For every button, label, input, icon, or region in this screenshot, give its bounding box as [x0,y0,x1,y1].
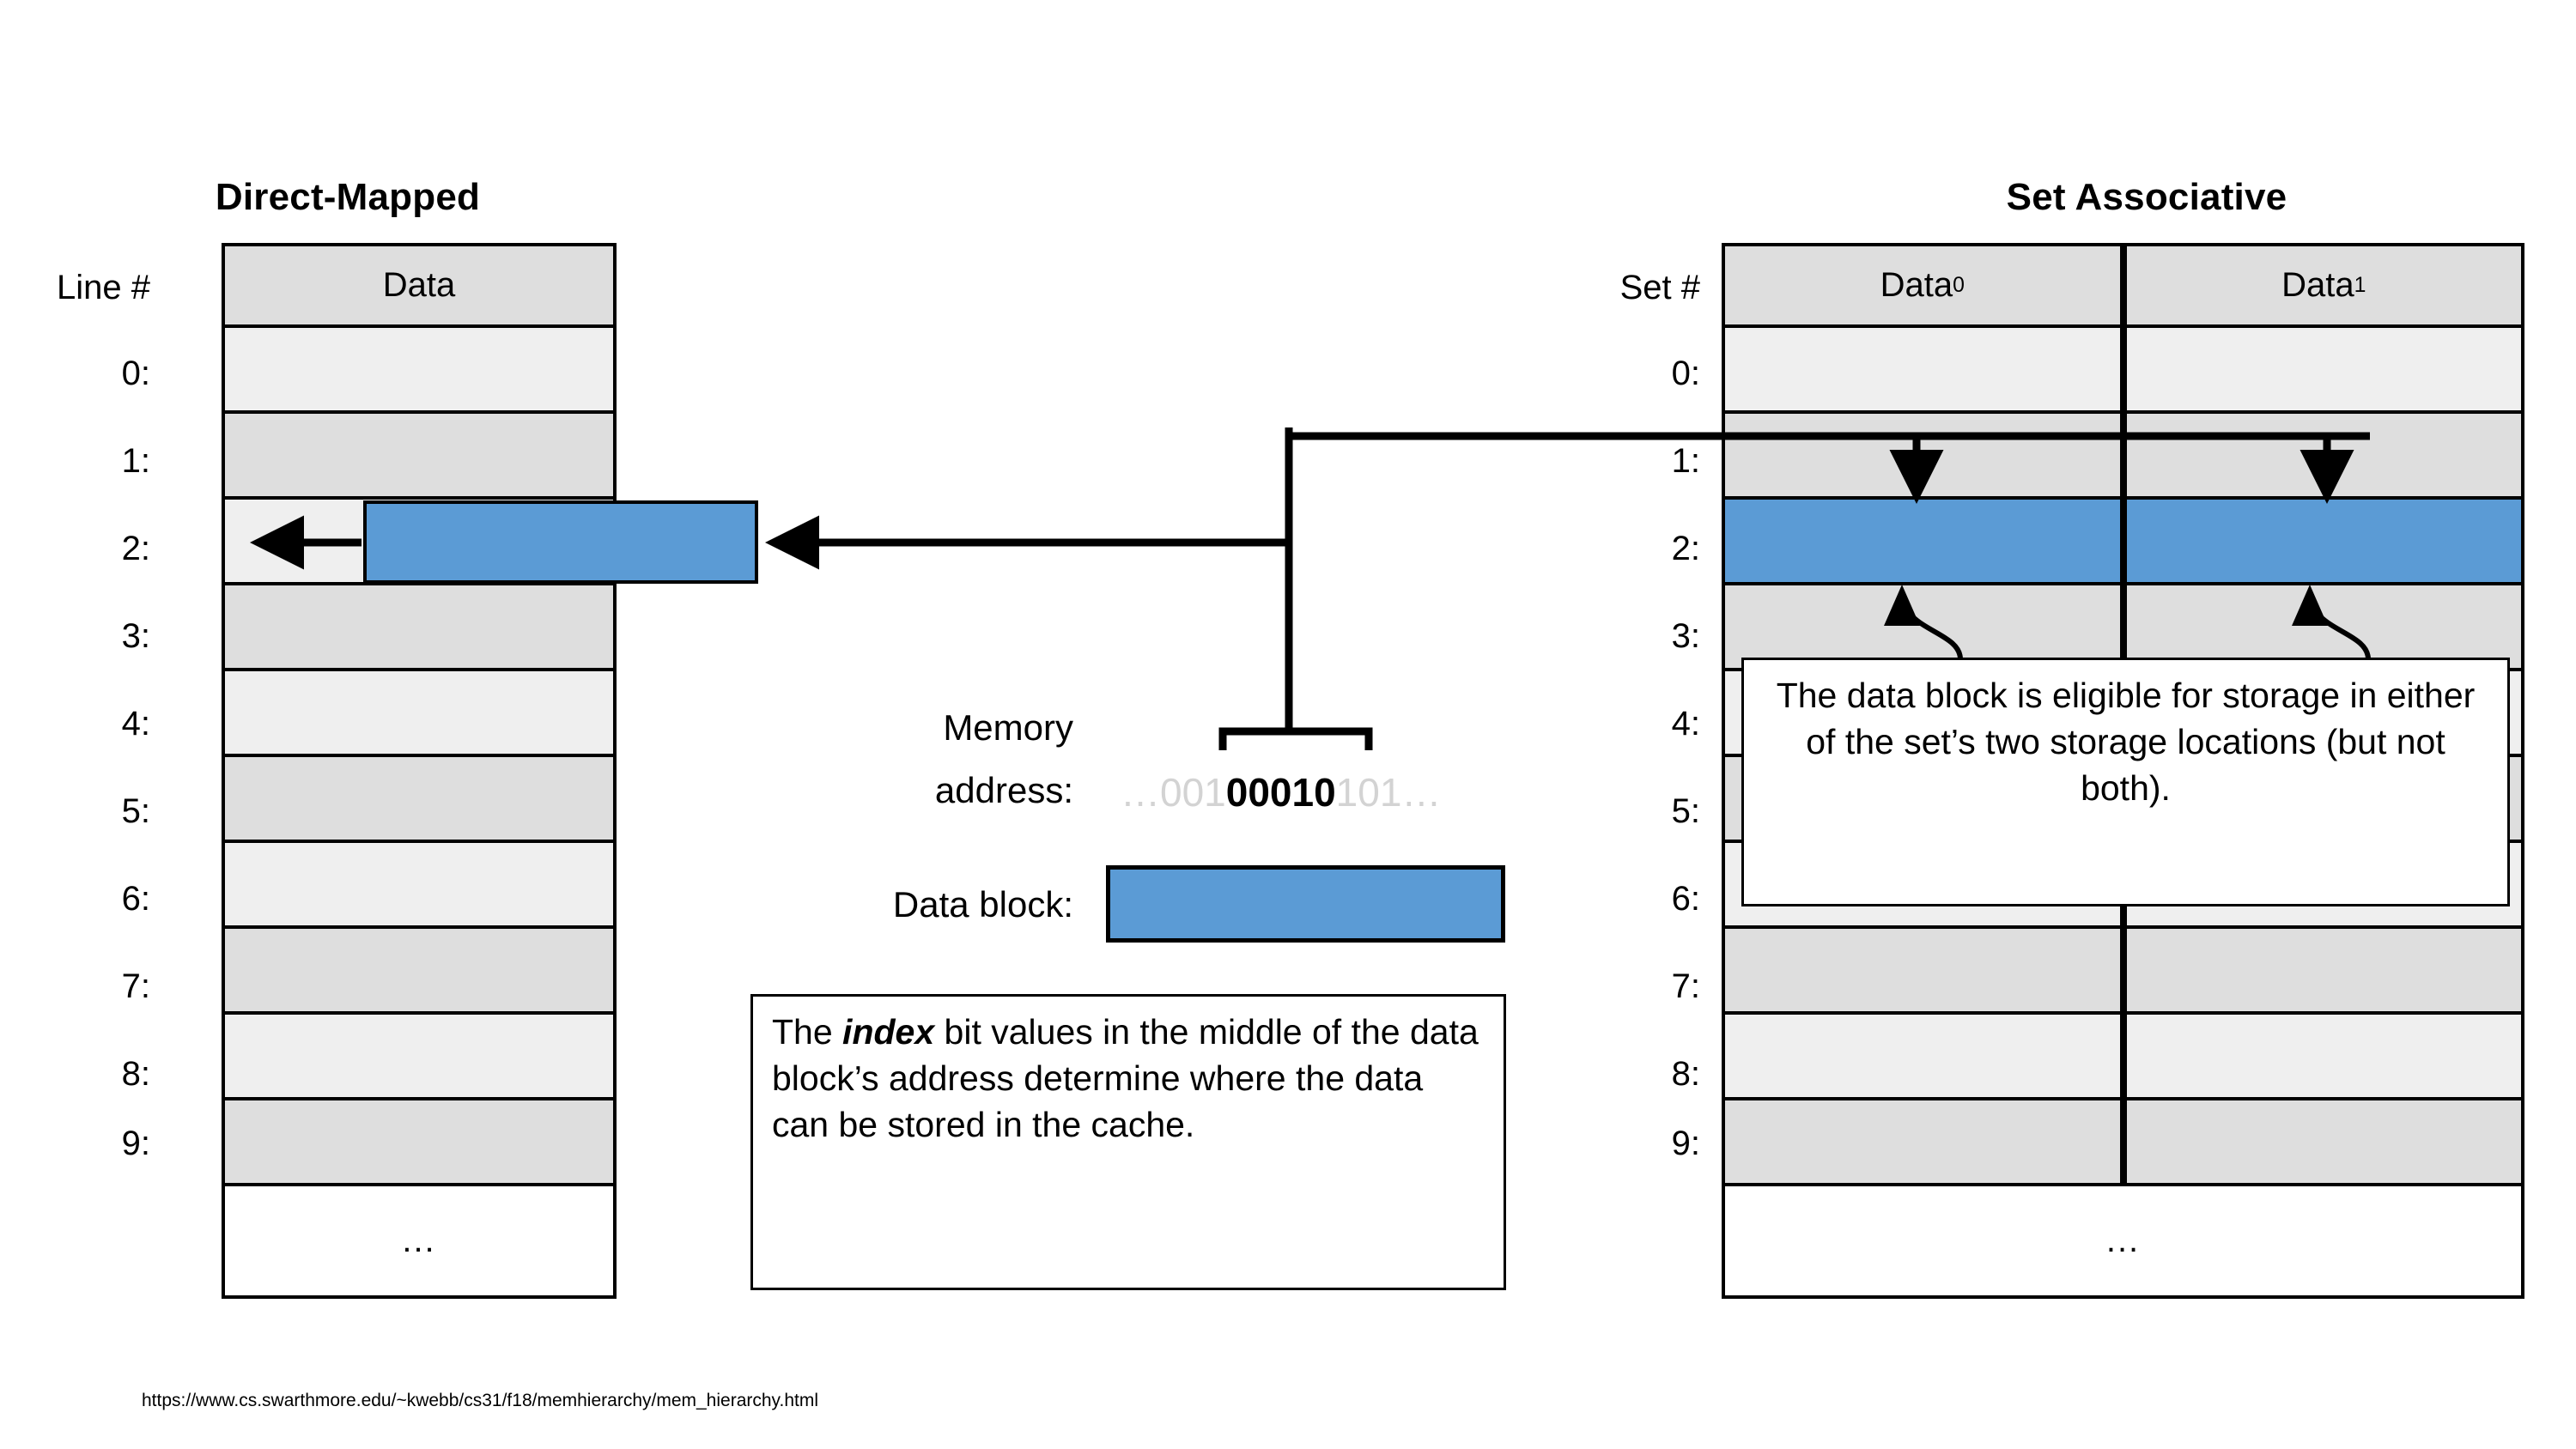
overflow-ellipsis: ... [1725,1186,2521,1295]
left-row-label-2: 2: [121,530,150,567]
cache-line-cell-3[interactable] [225,585,613,668]
table-row[interactable] [225,328,613,414]
set-cell-8-way1[interactable] [2126,1015,2521,1097]
table-row[interactable] [225,585,613,671]
column-header-data1-subscript: 1 [2354,273,2366,297]
right-row-label-6: 6: [1671,880,1700,918]
set-cell-7-way1[interactable] [2126,929,2521,1011]
set-cell-2-way1-filled[interactable] [2126,500,2521,582]
right-row-label-4: 4: [1671,705,1700,743]
callout-set-eligibility: The data block is eligible for storage i… [1741,658,2510,906]
table-row[interactable] [225,671,613,757]
left-row-label-9: 9: [121,1125,150,1162]
stored-data-block-left [363,500,758,584]
set-cell-8-way0[interactable] [1725,1015,2127,1097]
left-row-label-7: 7: [121,967,150,1005]
set-cell-3-way1[interactable] [2126,585,2521,668]
set-cell-3-way0[interactable] [1725,585,2127,668]
set-cell-7-way0[interactable] [1725,929,2127,1011]
table-row-highlighted[interactable] [1725,500,2521,585]
left-row-label-3: 3: [121,617,150,655]
table-row[interactable] [225,843,613,929]
address-tag-bits: …001 [1121,770,1226,815]
set-cell-1-way1[interactable] [2126,414,2521,496]
set-cell-0-way1[interactable] [2126,328,2521,410]
table-row[interactable] [1725,414,2521,500]
left-row-label-1: 1: [121,442,150,480]
left-row-label-8: 8: [121,1055,150,1093]
column-header-data: Data [225,246,613,324]
address-offset-bits: 101… [1335,770,1442,815]
cache-line-cell-8[interactable] [225,1015,613,1097]
set-cell-9-way1[interactable] [2126,1100,2521,1183]
left-row-label-5: 5: [121,792,150,830]
table-row[interactable] [225,929,613,1015]
left-panel-title: Direct-Mapped [215,176,481,218]
left-row-label-0: 0: [121,355,150,392]
column-header-data1-text: Data [2281,266,2354,304]
cache-line-cell-4[interactable] [225,671,613,754]
memory-address-bits: …00100010101… [1121,769,1441,815]
table-overflow-row: ... [225,1186,613,1295]
set-cell-1-way0[interactable] [1725,414,2127,496]
left-row-label-4: 4: [121,705,150,743]
memory-address-label-line2: address: [934,770,1073,810]
right-row-label-7: 7: [1671,967,1700,1005]
callout-index-explanation: The index bit values in the middle of th… [750,994,1506,1290]
source-url: https://www.cs.swarthmore.edu/~kwebb/cs3… [142,1391,818,1410]
table-row[interactable] [1725,1015,2521,1100]
cache-line-cell-1[interactable] [225,414,613,496]
right-row-label-9: 9: [1671,1125,1700,1162]
table-header-row: Data [225,246,613,328]
index-bit-bracket [1218,427,1373,750]
right-row-label-8: 8: [1671,1055,1700,1093]
direct-mapped-cache-table: Data ... [222,243,617,1299]
right-row-label-0: 0: [1671,355,1700,392]
callout-left-emphasis: index [842,1012,935,1052]
table-row[interactable] [1725,1100,2521,1186]
table-row[interactable] [225,1100,613,1186]
table-row[interactable] [1725,328,2521,414]
cache-line-cell-7[interactable] [225,929,613,1011]
right-row-label-5: 5: [1671,792,1700,830]
set-cell-2-way0-filled[interactable] [1725,500,2127,582]
column-header-data0-subscript: 0 [1953,273,1965,297]
cache-line-cell-5[interactable] [225,757,613,840]
table-row[interactable] [225,757,613,843]
right-row-label-2: 2: [1671,530,1700,567]
overflow-ellipsis: ... [225,1186,613,1295]
column-header-data0-text: Data [1880,266,1953,304]
table-row[interactable] [1725,929,2521,1015]
right-row-label-1: 1: [1671,442,1700,480]
right-row-label-3: 3: [1671,617,1700,655]
data-block-swatch [1106,865,1505,943]
right-panel-title: Set Associative [2006,176,2287,218]
table-overflow-row: ... [1725,1186,2521,1295]
set-cell-9-way0[interactable] [1725,1100,2127,1183]
left-gutter-header: Line # [57,269,150,306]
callout-left-text-before: The [772,1012,843,1052]
table-row[interactable] [225,414,613,500]
set-cell-0-way0[interactable] [1725,328,2127,410]
data-block-label: Data block: [892,884,1073,925]
table-row[interactable] [225,1015,613,1100]
cache-line-cell-6[interactable] [225,843,613,925]
memory-address-label-line1: Memory [943,707,1073,748]
left-row-label-6: 6: [121,880,150,918]
cache-line-cell-0[interactable] [225,328,613,410]
callout-right-text: The data block is eligible for storage i… [1776,676,2476,809]
cache-line-cell-9[interactable] [225,1100,613,1183]
callout-left-text-after: bit values in the middle of the data blo… [772,1012,1479,1145]
address-index-bits: 00010 [1225,770,1336,815]
right-gutter-header: Set # [1619,269,1700,306]
